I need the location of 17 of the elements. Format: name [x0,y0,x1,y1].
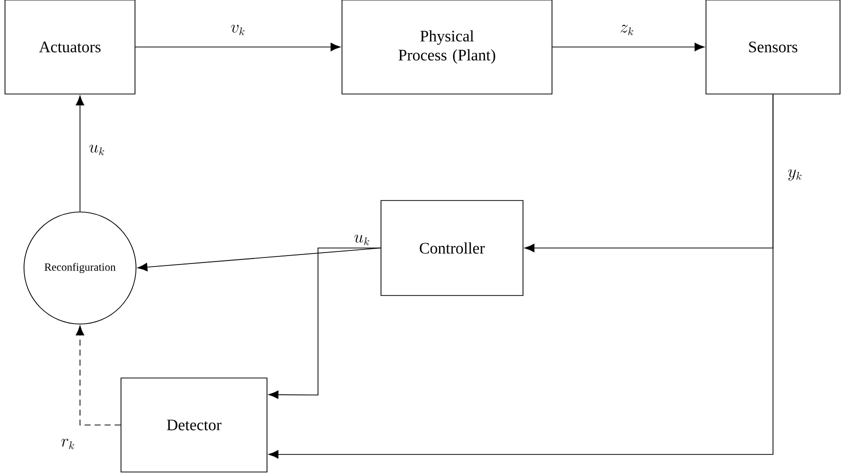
arrow [76,96,84,212]
block-box: Sensors [706,0,840,94]
arrow [268,94,774,459]
arrow [552,42,704,52]
block-box: Physical Process (Plant) [342,0,552,94]
block-box: Detector [120,378,268,472]
block-box: Controller [380,200,524,296]
edge-label: $v_k$ [231,24,244,36]
arrow [268,248,381,399]
edge-label: $z_k$ [620,24,634,36]
arrow [76,326,121,426]
edge-label: $y_k$ [788,169,802,181]
edge-label: $r_k$ [61,438,74,450]
edge-label: $u_k$ [89,144,104,156]
arrow [135,42,340,52]
edge-label: $u_k$ [354,234,370,246]
block-box: Actuators [4,0,136,94]
